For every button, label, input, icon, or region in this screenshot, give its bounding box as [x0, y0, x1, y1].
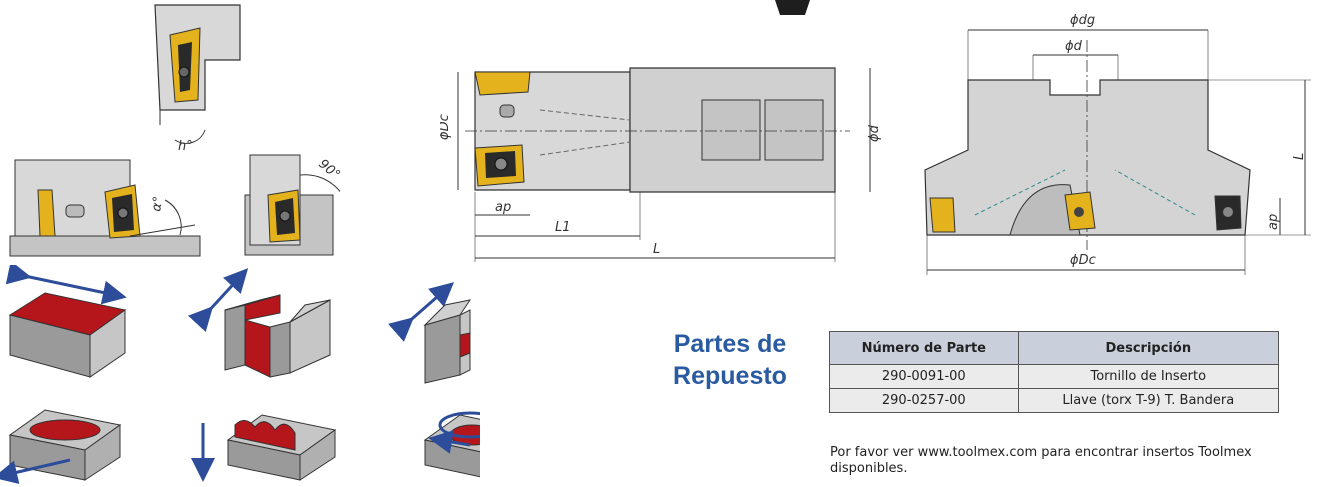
- column-header-description: Descripción: [1017, 331, 1280, 365]
- shoulder-milling-icon: [388, 282, 472, 384]
- pocket-milling-icon: [0, 409, 122, 484]
- column-header-part-number: Número de Parte: [829, 331, 1019, 365]
- end-mill-drawing: ϕDc ϕd ap L1 L: [440, 0, 882, 262]
- dia-dc-bottom-label: ϕDc: [1070, 253, 1096, 268]
- table-header-row: Número de Parte Descripción: [829, 331, 1280, 365]
- table-row: 290-0257-00 Llave (torx T-9) T. Bandera: [829, 388, 1280, 413]
- insert-90-view: 90°: [244, 154, 340, 256]
- description-cell: Tornillo de Inserto: [1017, 364, 1280, 389]
- insert-top-view: h°: [154, 4, 241, 154]
- part-number-cell: 290-0257-00: [829, 388, 1019, 413]
- dia-d-side-label: ϕd: [867, 124, 882, 142]
- face-milling-icon: [5, 265, 127, 378]
- h-angle-label: h°: [178, 139, 193, 154]
- insert-side-view: α°: [9, 159, 201, 257]
- part-number-cell: 290-0091-00: [829, 364, 1019, 389]
- dia-dc-side-label: ϕDc: [440, 114, 452, 140]
- operation-icons: [0, 265, 480, 484]
- l-right-label: L: [1292, 153, 1307, 160]
- ap-right-label: ap: [1266, 214, 1281, 230]
- description-cell: Llave (torx T-9) T. Bandera: [1017, 388, 1280, 413]
- inserts-note: Por favor ver www.toolmex.com para encon…: [830, 445, 1252, 476]
- dia-dg-label: ϕdg: [1070, 13, 1095, 28]
- spare-parts-title-line2: Repuesto: [673, 362, 787, 390]
- l-left-label: L: [653, 242, 660, 257]
- spare-parts-title: Partes de Repuesto: [645, 328, 815, 392]
- face-mill-drawing: ϕdg ϕd L ap ϕDc: [924, 13, 1311, 275]
- plunge-milling-icon: [191, 414, 337, 482]
- spare-parts-title-line1: Partes de: [673, 330, 787, 358]
- dia-d-top-label: ϕd: [1065, 39, 1083, 54]
- l1-label: L1: [555, 220, 571, 235]
- slotting-icon: [188, 268, 331, 378]
- ninety-label: 90°: [315, 157, 340, 183]
- spare-parts-table: Número de Parte Descripción 290-0091-00 …: [829, 331, 1280, 413]
- alpha-angle-label: α°: [149, 195, 166, 212]
- insert-geometry-drawings: h° α° 90°: [9, 4, 340, 257]
- helical-milling-icon: [423, 411, 480, 478]
- ap-left-label: ap: [495, 200, 511, 215]
- table-row: 290-0091-00 Tornillo de Inserto: [829, 364, 1280, 389]
